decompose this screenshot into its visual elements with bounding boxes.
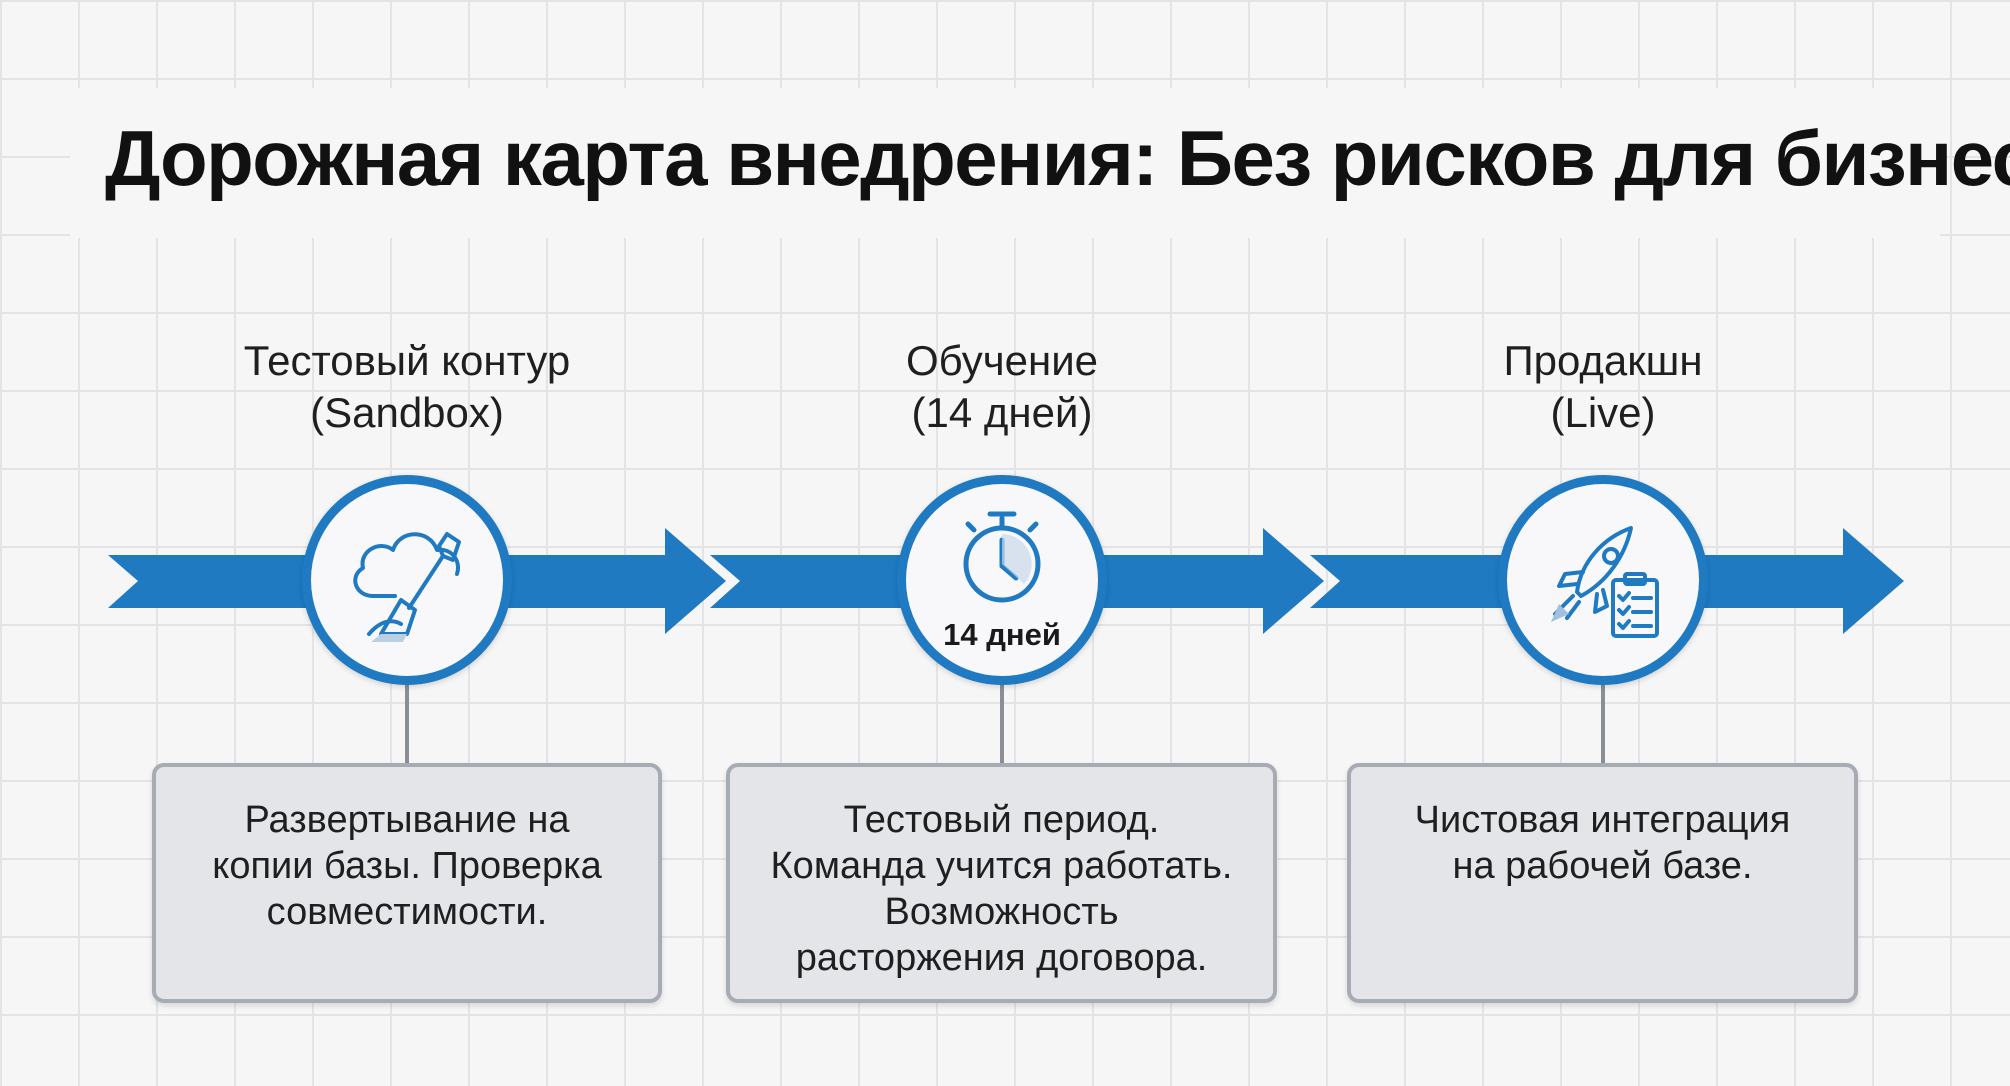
page-title: Дорожная карта внедрения: Без рисков для…: [105, 114, 2010, 202]
description-line: копии базы. Проверка: [212, 845, 602, 887]
stage-label-sandbox: Тестовый контур (Sandbox): [147, 335, 667, 439]
description-line: расторжения договора.: [795, 937, 1208, 979]
stopwatch-icon: [963, 511, 1041, 603]
description-line: Развертывание на: [244, 799, 570, 841]
stage-description-sandbox: Развертывание на копии базы. Проверка со…: [152, 763, 662, 1003]
stage-description-production: Чистовая интеграция на рабочей базе.: [1347, 763, 1858, 1003]
stage-label-training: Обучение (14 дней): [742, 335, 1262, 439]
description-line: на рабочей базе.: [1452, 845, 1753, 887]
description-line: Возможность: [884, 891, 1119, 933]
stage-node-production: [1498, 475, 1708, 685]
stage-label-production: Продакшн (Live): [1343, 335, 1863, 439]
description-line: Команда учится работать.: [770, 845, 1233, 887]
stage-label-line: (14 дней): [911, 389, 1093, 436]
stage-label-line: Продакшн: [1503, 337, 1703, 384]
description-line: Чистовая интеграция: [1414, 799, 1791, 841]
duration-badge: 14 дней: [943, 617, 1061, 652]
cloud-shovel-icon: [353, 532, 461, 642]
stage-description-training: Тестовый период. Команда учится работать…: [726, 763, 1277, 1003]
stage-label-line: (Live): [1550, 389, 1656, 436]
stage-node-training: 14 дней: [897, 475, 1107, 685]
stage-label-line: Обучение: [905, 337, 1099, 384]
stage-label-line: Тестовый контур: [243, 337, 571, 384]
title-band: [70, 88, 1940, 238]
description-line: совместимости.: [266, 891, 548, 933]
rocket-checklist-icon: [1551, 526, 1659, 638]
description-line: Тестовый период.: [843, 799, 1160, 841]
stage-label-line: (Sandbox): [310, 389, 504, 436]
stage-node-sandbox: [302, 475, 512, 685]
